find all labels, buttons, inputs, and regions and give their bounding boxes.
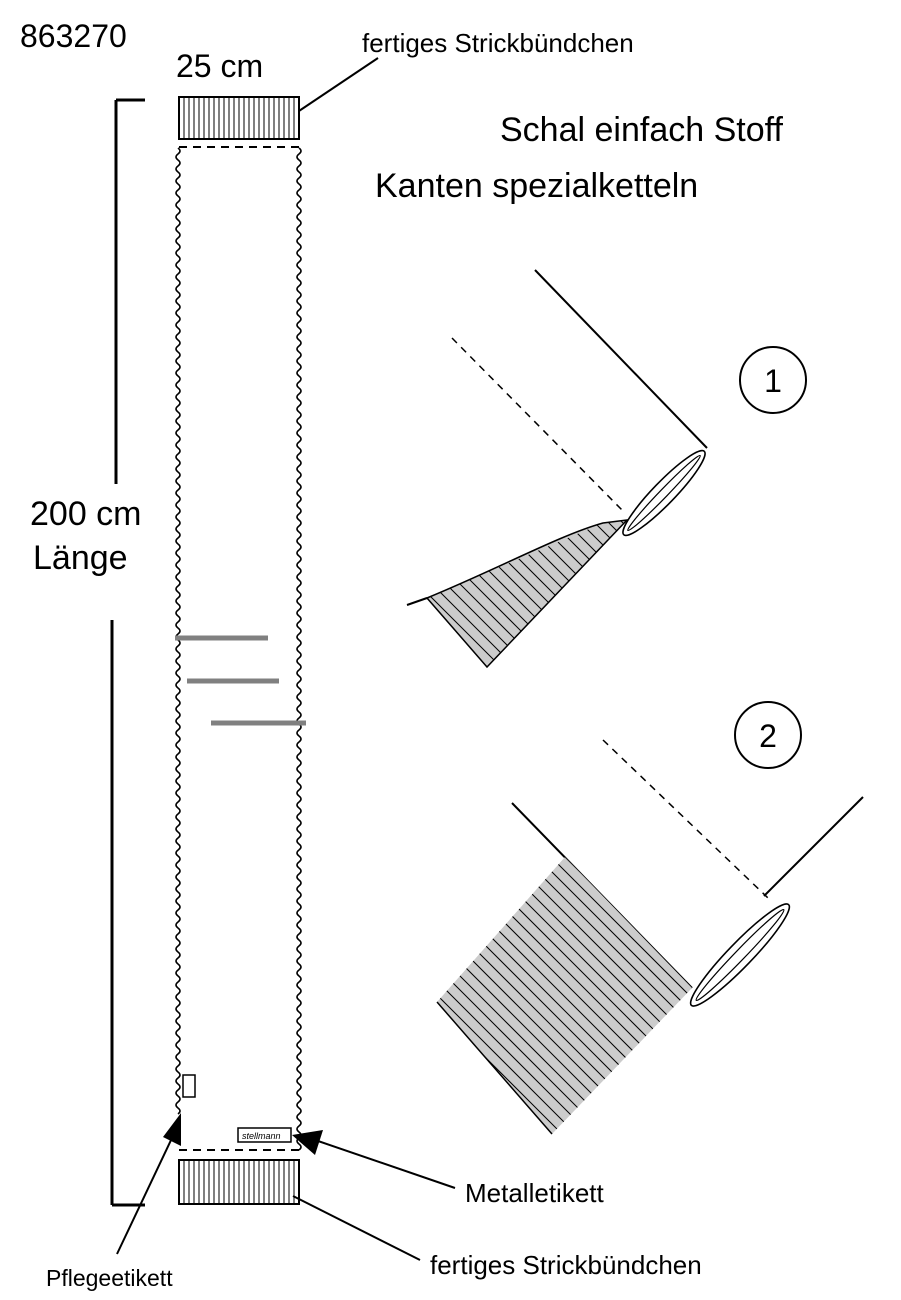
top-cuff-ribs (183, 97, 295, 139)
care-label-leader (116, 1137, 173, 1255)
metal-label-leader (317, 1140, 456, 1189)
bottom-cuff-callout: fertiges Strickbündchen (430, 1250, 702, 1280)
bottom-cuff-ribs (183, 1160, 295, 1204)
step-1-number: 1 (764, 363, 782, 399)
title-line-2: Kanten spezialketteln (375, 167, 698, 205)
metal-label-tag (237, 1127, 292, 1143)
step-2-fabric (437, 857, 692, 1134)
scarf-right-overlock-edge (296, 147, 302, 1151)
step-2-number: 2 (759, 718, 777, 754)
length-value: 200 cm (30, 495, 142, 533)
step-1-circle (739, 346, 807, 414)
top-cuff-callout: fertiges Strickbündchen (362, 28, 634, 58)
step-1-fabric (425, 518, 629, 669)
length-dimension-bracket (110, 98, 145, 1207)
care-label-callout: Pflegeetikett (46, 1265, 173, 1291)
care-label-arrowhead (163, 1113, 181, 1146)
width-label: 25 cm (176, 48, 263, 84)
care-label-tag (182, 1074, 196, 1098)
bottom-cuff-leader (292, 1195, 421, 1261)
metal-label-callout: Metalletikett (465, 1178, 604, 1208)
title-line-1: Schal einfach Stoff (500, 111, 783, 149)
metal-label-text: stellmann (242, 1131, 281, 1141)
scarf-left-overlock-edge (175, 147, 181, 1115)
fold-markers (175, 635, 306, 726)
step-2-fabric-hatch (437, 857, 692, 1134)
step-2-circle (734, 701, 802, 769)
step-1-edge-roll (622, 449, 706, 537)
length-word: Länge (33, 539, 128, 577)
step-2-edge-roll (689, 903, 791, 1007)
article-number: 863270 (20, 18, 127, 54)
metal-label-arrowhead (292, 1130, 323, 1155)
top-cuff-leader (292, 57, 379, 116)
step-2-detail: 2 (436, 701, 864, 1135)
